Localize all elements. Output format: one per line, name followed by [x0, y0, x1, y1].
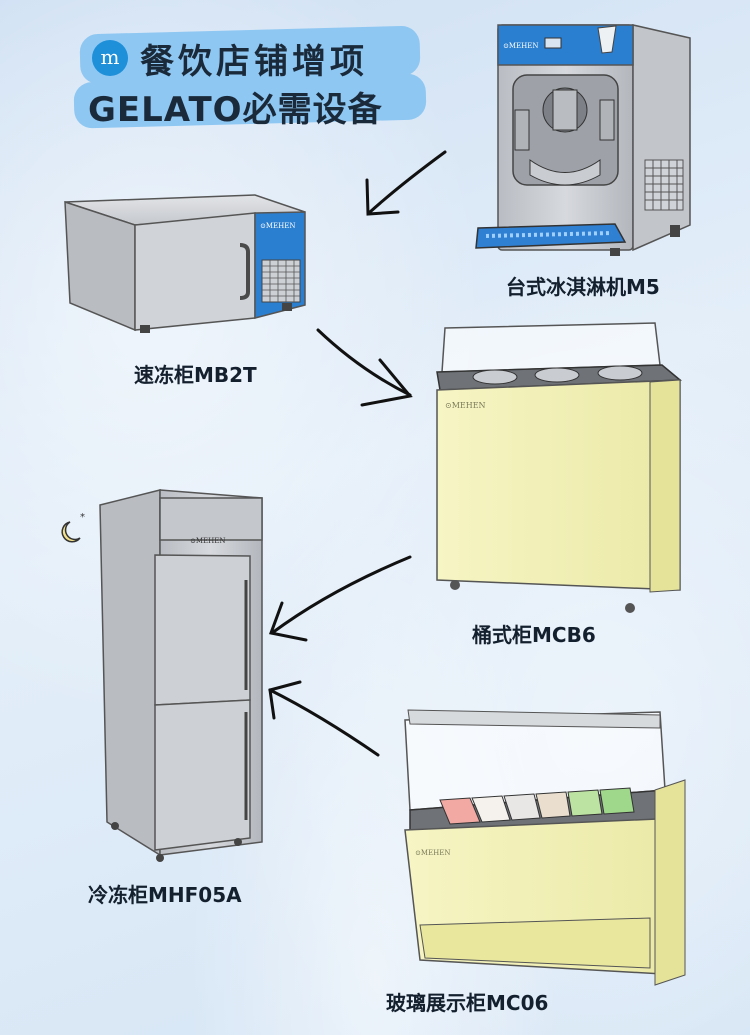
svg-text:⊙MEHEN: ⊙MEHEN [260, 222, 295, 230]
label-display-cabinet-mc06: 玻璃展示柜MC06 [371, 988, 563, 1018]
label-text: 速冻柜MB2T [134, 363, 257, 387]
label-bucket-cabinet-mcb6: 桶式柜MCB6 [457, 620, 610, 650]
svg-text:⊙MEHEN: ⊙MEHEN [415, 849, 450, 857]
arrow-mb2t-to-mcb6 [316, 328, 412, 397]
label-text: 玻璃展示柜MC06 [386, 991, 549, 1015]
label-text: 桶式柜MCB6 [472, 623, 596, 647]
svg-text:⊙MEHEN: ⊙MEHEN [445, 401, 486, 410]
label-text: 台式冰淇淋机M5 [506, 275, 660, 299]
svg-text:⊙MEHEN: ⊙MEHEN [503, 42, 538, 50]
freezer-mhf05a: ⊙MEHEN [99, 489, 263, 862]
label-freezer-mhf05a: 冷冻柜MHF05A [73, 880, 256, 910]
arrow-m5-to-mb2t [368, 150, 447, 214]
arrow-m5-to-mb2t-head [365, 178, 400, 216]
arrow-mcb6-to-freezer-head [268, 601, 308, 642]
title-line-2: GELATO必需设备 [88, 90, 383, 130]
brand-logo-icon: m [92, 40, 128, 76]
arrow-mcb6-to-freezer [270, 555, 412, 635]
bucket-cabinet-mcb6: ⊙MEHEN [436, 322, 682, 613]
arrow-mb2t-to-mcb6-head [360, 358, 413, 407]
display-cabinet-mc06: ⊙MEHEN [404, 709, 686, 986]
label-gelato-machine-m5: 台式冰淇淋机M5 [491, 272, 675, 302]
blast-chiller-mb2t: ⊙MEHEN [64, 194, 306, 333]
title-line-1: 餐饮店铺增项 [140, 42, 368, 82]
arrow-display-to-freezer-head [268, 680, 302, 720]
flow-arrows [268, 150, 447, 757]
label-blast-chiller-mb2t: 速冻柜MB2T [119, 360, 271, 390]
svg-text:⊙MEHEN: ⊙MEHEN [190, 537, 225, 545]
title-block: m 餐饮店铺增项 GELATO必需设备 [73, 25, 430, 130]
moon-icon: * [61, 512, 85, 543]
svg-text:*: * [80, 512, 85, 523]
arrow-display-to-freezer [268, 688, 380, 757]
gelato-machine-m5: ⊙MEHEN [475, 24, 691, 256]
label-text: 冷冻柜MHF05A [88, 883, 242, 907]
